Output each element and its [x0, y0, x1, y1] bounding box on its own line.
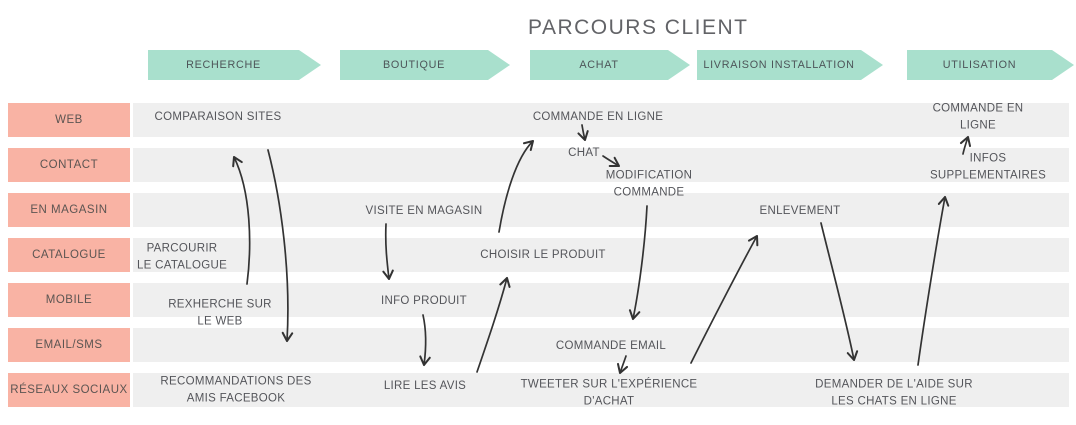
touchpoint-commande-en-ligne-web: COMMANDE EN LIGNE: [532, 110, 664, 123]
diagram-title: PARCOURS CLIENT: [528, 16, 749, 39]
row-label-text: CONTACT: [39, 159, 99, 171]
stage-label: RECHERCHE: [186, 59, 261, 71]
stage-arrow-livraison-installation: LIVRAISON INSTALLATION: [697, 50, 883, 80]
row-label-text: WEB: [55, 114, 83, 126]
row-band-catalogue: [133, 238, 1069, 272]
row-label-contact: CONTACT: [8, 148, 130, 182]
row-label-text: MOBILE: [45, 294, 93, 306]
touchpoint-commande-email: COMMANDE EMAIL: [555, 339, 667, 352]
stage-arrow-achat: ACHAT: [530, 50, 690, 80]
row-label-text: EN MAGASIN: [30, 204, 108, 216]
touchpoint-comparaison-sites: COMPARAISON SITES: [154, 110, 282, 123]
touchpoint-parcourir-le-catalogue: PARCOURIR LE CATALOGUE: [136, 242, 228, 272]
touchpoint-choisir-le-produit: CHOISIR LE PRODUIT: [480, 248, 606, 261]
row-band-contact: [133, 148, 1069, 182]
stage-arrow-utilisation: UTILISATION: [907, 50, 1074, 80]
row-label-catalogue: CATALOGUE: [8, 238, 130, 272]
touchpoint-visite-en-magasin: VISITE EN MAGASIN: [365, 204, 483, 217]
touchpoint-recommandations-amis-facebook: RECOMMANDATIONS DES AMIS FACEBOOK: [160, 375, 312, 405]
row-label-mobile: MOBILE: [8, 283, 130, 317]
row-band-mobile: [133, 283, 1069, 317]
touchpoint-info-produit: INFO PRODUIT: [380, 294, 468, 307]
stage-arrow-recherche: RECHERCHE: [148, 50, 321, 80]
row-label-web: WEB: [8, 103, 130, 137]
touchpoint-infos-supplementaires: INFOS SUPPLEMENTAIRES: [929, 152, 1047, 182]
row-label-email-sms: EMAIL/SMS: [8, 328, 130, 362]
touchpoint-lire-les-avis: LIRE LES AVIS: [383, 379, 467, 392]
stage-arrow-boutique: BOUTIQUE: [340, 50, 510, 80]
row-band-r-seaux-sociaux: [133, 373, 1069, 407]
row-band-en-magasin: [133, 193, 1069, 227]
touchpoint-modification-commande: MODIFICATION COMMANDE: [605, 169, 693, 199]
stage-label: BOUTIQUE: [383, 59, 445, 71]
touchpoint-commande-en-ligne-utilisation: COMMANDE EN LIGNE: [932, 102, 1024, 132]
row-label-r-seaux-sociaux: RÉSEAUX SOCIAUX: [8, 373, 130, 407]
stage-label: LIVRAISON INSTALLATION: [703, 59, 855, 71]
stage-label: UTILISATION: [942, 59, 1017, 71]
row-band-web: [133, 103, 1069, 137]
touchpoint-rexherche-sur-le-web: REXHERCHE SUR LE WEB: [168, 298, 272, 328]
row-label-text: EMAIL/SMS: [35, 339, 103, 351]
row-label-text: CATALOGUE: [32, 249, 106, 261]
stage-label: ACHAT: [579, 59, 619, 71]
touchpoint-tweeter-experience-achat: TWEETER SUR L'EXPÉRIENCE D'ACHAT: [520, 378, 698, 408]
row-label-text: RÉSEAUX SOCIAUX: [10, 384, 128, 396]
touchpoint-demander-aide-chats: DEMANDER DE L'AIDE SUR LES CHATS EN LIGN…: [815, 378, 973, 408]
row-label-en-magasin: EN MAGASIN: [8, 193, 130, 227]
touchpoint-chat: CHAT: [568, 146, 600, 159]
touchpoint-enlevement: ENLEVEMENT: [759, 204, 841, 217]
